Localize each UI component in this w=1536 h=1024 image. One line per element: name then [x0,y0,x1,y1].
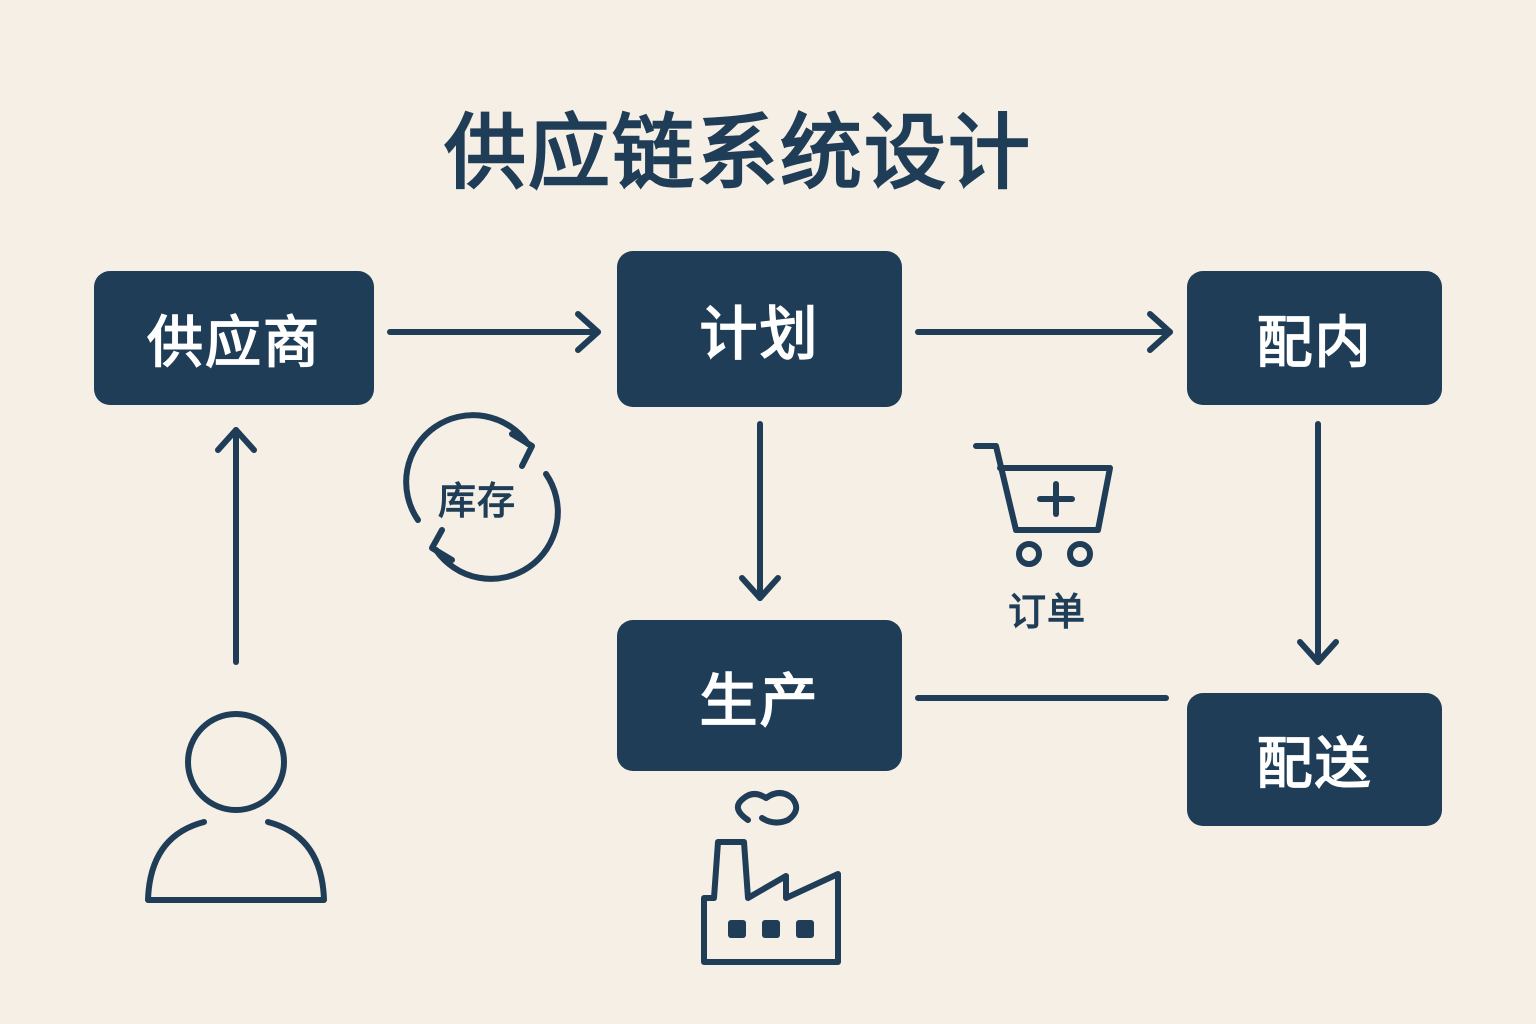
arrow-plan-to-produce [739,421,781,601]
arrow-supplier-to-plan [387,311,601,353]
factory-windows [728,920,814,938]
shopping-cart-plus-icon [973,443,1113,567]
node-produce: 生产 [617,620,902,771]
user-icon [145,711,327,903]
node-deliver-label: 配送 [1256,732,1373,797]
node-plan-label: 计划 [699,300,820,368]
node-config: 配内 [1187,271,1442,405]
factory-icon [701,790,841,965]
node-supplier-label: 供应商 [147,310,321,376]
node-deliver: 配送 [1187,693,1442,826]
arrow-user-to-supplier [215,427,257,665]
arrow-config-to-deliver [1297,421,1339,665]
node-config-label: 配内 [1256,310,1373,376]
node-plan: 计划 [617,251,902,407]
refresh-cycle-icon [403,412,561,582]
order-label: 订单 [1008,590,1087,634]
arrow-plan-to-config [915,311,1173,353]
page-title: 供应链系统设计 [443,106,1032,201]
node-supplier: 供应商 [94,271,374,405]
node-produce-label: 生产 [699,666,820,735]
inventory-label: 库存 [438,479,517,523]
